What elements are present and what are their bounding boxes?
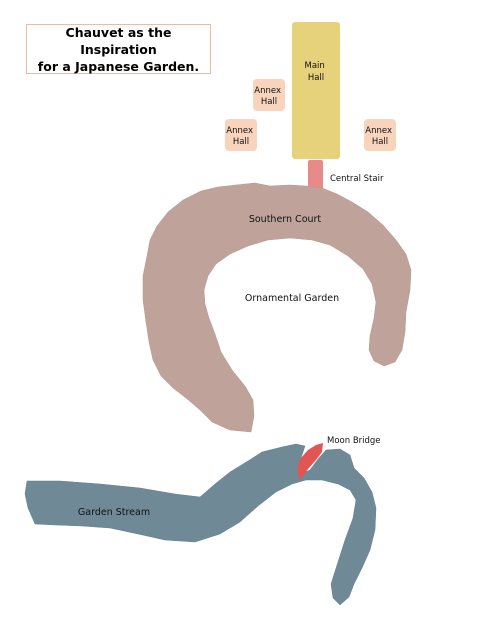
annex-hall-top-label: Annex Hall [254,86,283,107]
annex-hall-left [225,119,257,151]
moon-bridge-label: Moon Bridge [327,436,381,446]
annex-hall-right [364,119,396,151]
main-hall [292,22,340,159]
central-stair [308,160,323,190]
main-hall-label: Main Hall [305,61,328,83]
ornamental-garden-label: Ornamental Garden [245,293,339,304]
annex-hall-left-label: Annex Hall [226,126,255,147]
diagram-title: Chauvet as the Inspiration for a Japanes… [37,24,200,74]
moon-bridge [297,443,323,480]
annex-hall-right-label: Annex Hall [365,126,394,147]
southern-court [142,182,412,433]
southern-court-label: Southern Court [249,214,322,225]
annex-hall-top [253,79,285,111]
title-box: Chauvet as the Inspiration for a Japanes… [26,24,211,74]
central-stair-label: Central Stair [330,174,384,184]
garden-stream [24,443,377,606]
garden-stream-label: Garden Stream [78,507,150,518]
